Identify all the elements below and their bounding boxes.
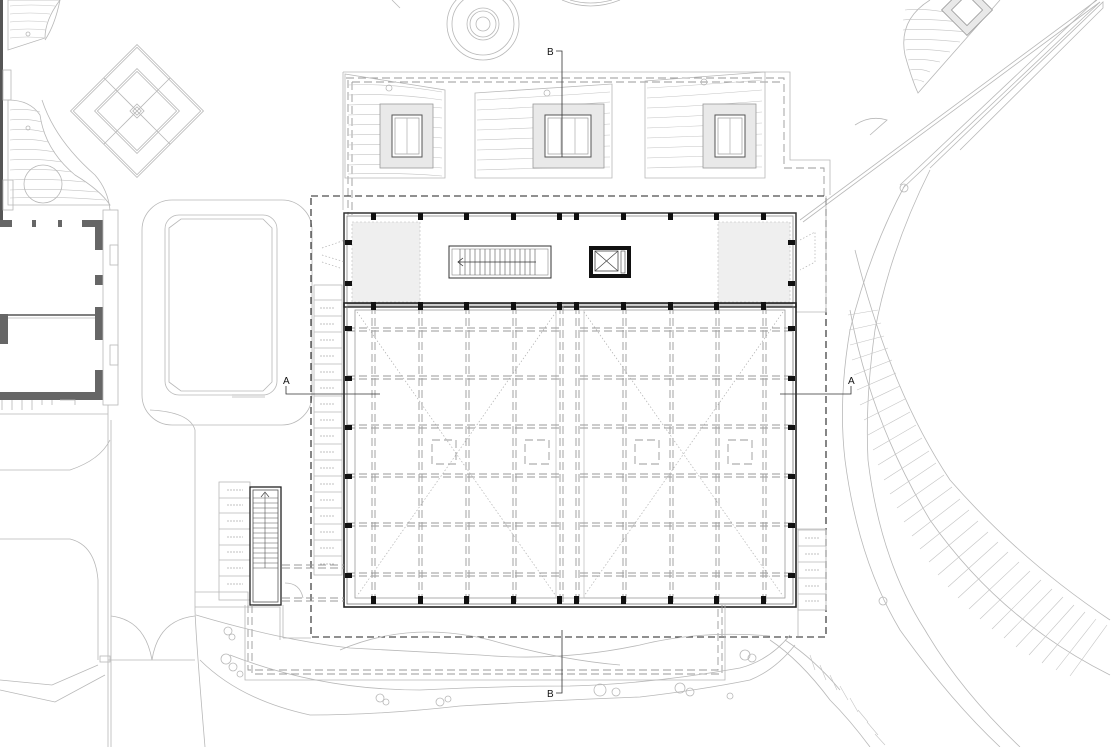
landscape-hatch-top-right [902,0,1001,94]
section-marker-a-left: A [283,376,290,387]
section-line-b [556,50,563,694]
elevator-icon [589,246,631,278]
planter-3 [644,71,766,179]
building-edge-left [0,0,14,220]
circular-fountain [391,0,621,61]
columns [345,213,795,604]
main-hall [343,302,797,608]
planter-1 [344,73,446,179]
planter-2 [474,83,613,179]
diamond-paving [69,43,205,179]
north-annex [321,212,816,308]
road-lines-bottom-left [0,409,281,747]
section-marker-b-bottom: B [547,689,554,700]
skylights [431,439,753,465]
beam-grid [347,306,793,604]
exterior-stair-icon [218,481,344,639]
parking-stalls-curved [847,309,1108,677]
section-marker-b-top: B [547,47,554,58]
section-marker-a-right: A [848,376,855,387]
road-lines [799,0,1111,747]
planter-terrace [342,71,831,215]
section-line-a [285,386,852,395]
landscape-hatch-top-left [7,0,111,211]
existing-building-left [0,209,119,420]
rounded-court [141,199,313,426]
stair-icon [448,245,552,279]
south-walkway [195,605,886,747]
parking-stalls-east [797,529,827,611]
parking-stalls-west [313,284,343,576]
